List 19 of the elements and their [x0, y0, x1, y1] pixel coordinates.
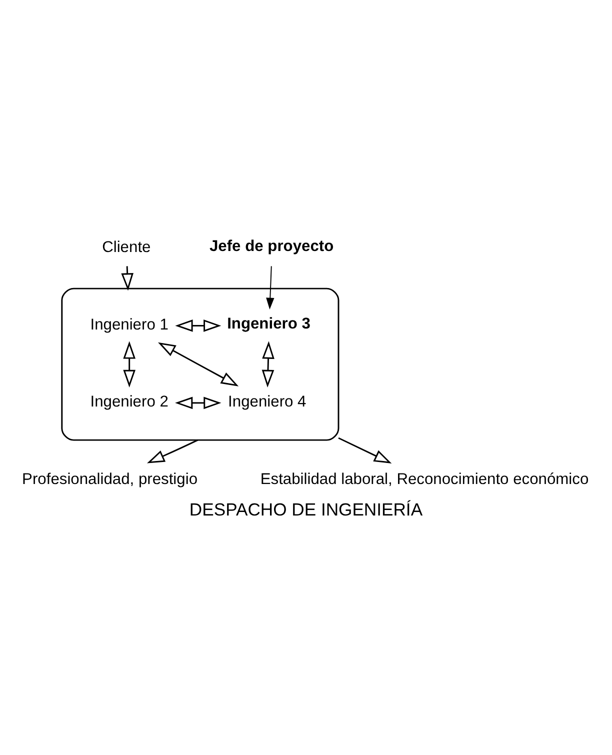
node-text: Ingeniero 3 — [227, 314, 310, 332]
node-text: Ingeniero 4 — [228, 393, 306, 410]
node-text: Ingeniero 2 — [90, 393, 168, 410]
arrow — [146, 438, 198, 463]
node-text: Profesionalidad, prestigio — [22, 470, 198, 488]
arrow — [175, 396, 222, 409]
arrow — [121, 266, 134, 290]
node-text: Jefe de proyecto — [209, 238, 334, 255]
arrow — [123, 340, 136, 387]
arrow — [338, 436, 392, 463]
caption: DESPACHO DE INGENIERÍA — [189, 499, 423, 520]
cluster — [61, 287, 340, 440]
arrow — [262, 340, 274, 387]
node-text: Ingeniero 1 — [90, 316, 168, 333]
arrow — [266, 265, 274, 310]
arrow — [175, 319, 222, 332]
node-text: Cliente — [102, 238, 151, 256]
node-text: Estabilidad laboral, Reconocimiento económico — [260, 470, 589, 488]
arrow — [158, 342, 239, 386]
